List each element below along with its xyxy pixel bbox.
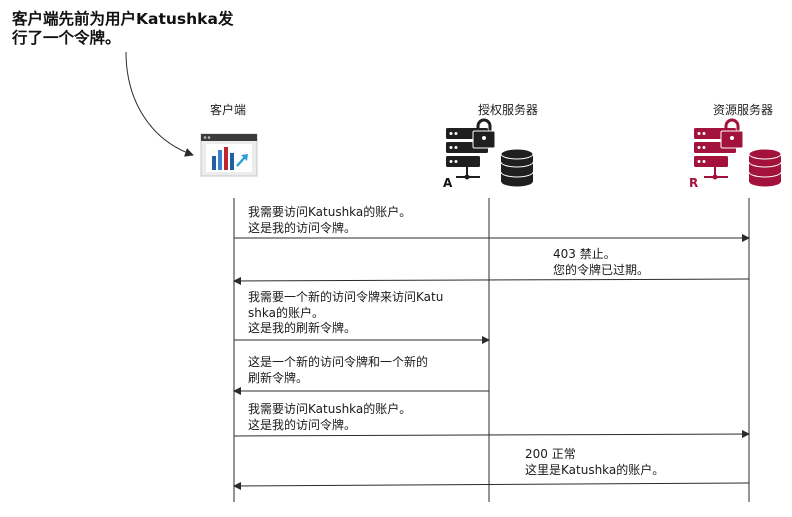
resource-server-icon (694, 118, 782, 188)
callout-arrow (125, 51, 194, 157)
message-4-line-1: 这是一个新的访问令牌和一个新的 (248, 355, 429, 369)
callout-text: 客户端先前为用户Katushka发 行了一个令牌。 (12, 10, 252, 48)
message-5-line-2: 这是我的访问令牌。 (248, 417, 357, 432)
arrow-msg-2 (233, 276, 750, 285)
callout-line-2: 行了一个令牌。 (12, 29, 121, 47)
message-2-line-2: 您的令牌已过期。 (553, 262, 650, 277)
auth-server-letter: A (443, 176, 453, 190)
message-6-line-2: 这里是Katushka的账户。 (525, 462, 665, 477)
message-4-line-2: 刷新令牌。 (248, 370, 309, 385)
auth-server-label: 授权服务器 (478, 103, 539, 117)
arrow-msg-5 (233, 430, 750, 439)
auth-server-icon (446, 118, 534, 188)
message-6-line-1: 200 正常 (525, 447, 576, 461)
arrow-msg-6 (233, 481, 750, 490)
message-1: 我需要访问Katushka的账户。 这是我的访问令牌。 (248, 205, 411, 236)
client-label: 客户端 (210, 103, 247, 117)
message-2-line-1: 403 禁止。 (553, 247, 616, 261)
client-browser-icon (200, 133, 258, 177)
message-5: 我需要访问Katushka的账户。 这是我的访问令牌。 (248, 402, 411, 433)
message-1-line-1: 我需要访问Katushka的账户。 (248, 205, 412, 219)
message-3-line-3: 这是我的刷新令牌。 (248, 321, 357, 335)
message-6: 200 正常 这里是Katushka的账户。 (525, 447, 664, 478)
callout-line-1: 客户端先前为用户Katushka发 (12, 10, 234, 28)
message-3-line-2: shka的账户。 (248, 305, 324, 320)
resource-server-label: 资源服务器 (713, 103, 774, 117)
message-1-line-2: 这是我的访问令牌。 (248, 220, 357, 235)
resource-server-letter: R (689, 176, 699, 190)
message-2: 403 禁止。 您的令牌已过期。 (553, 247, 649, 278)
message-3-line-1: 我需要一个新的访问令牌来访问Katu (248, 290, 444, 304)
message-3: 我需要一个新的访问令牌来访问Katu shka的账户。 这是我的刷新令牌。 (248, 290, 443, 337)
message-5-line-1: 我需要访问Katushka的账户。 (248, 402, 412, 416)
message-4: 这是一个新的访问令牌和一个新的 刷新令牌。 (248, 355, 428, 386)
